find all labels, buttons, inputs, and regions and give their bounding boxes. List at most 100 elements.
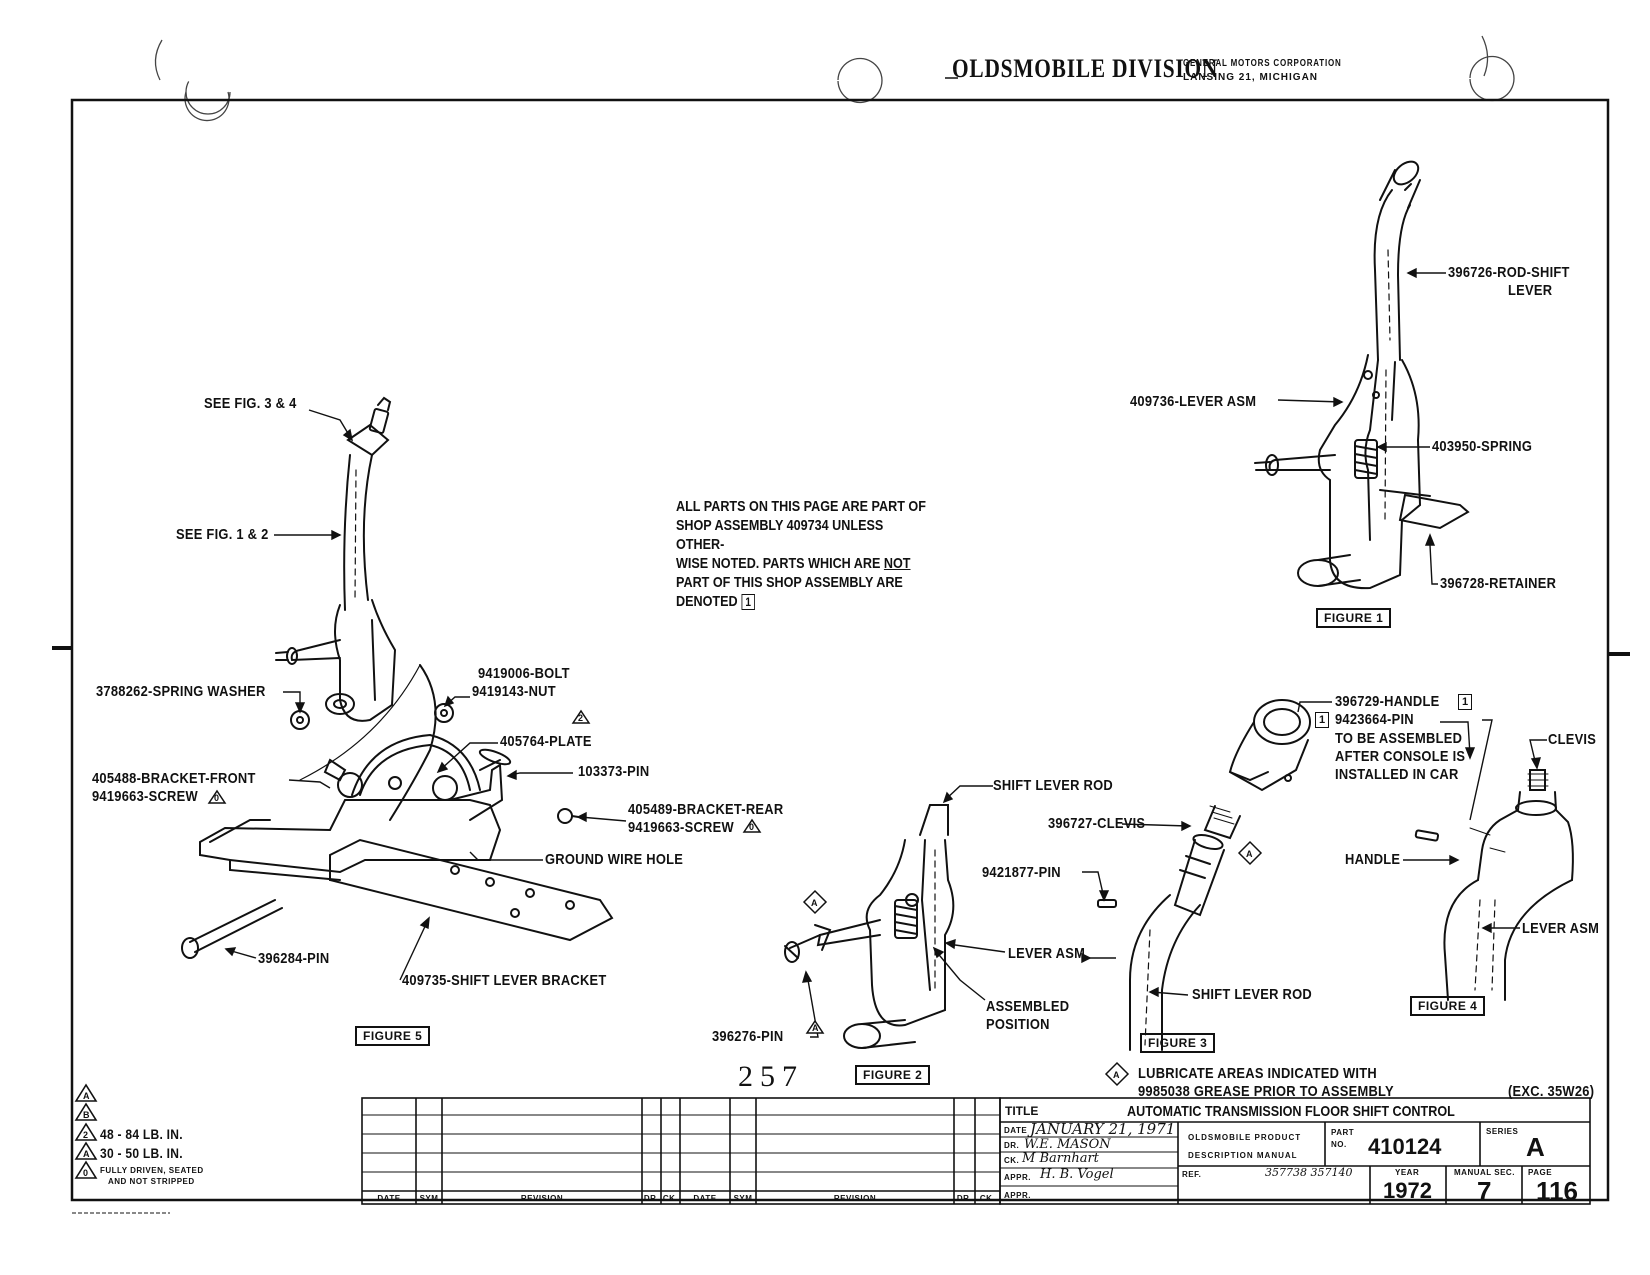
page-number: 116 (1536, 1176, 1578, 1206)
assembly-note-3: INSTALLED IN CAR (1335, 766, 1459, 783)
callout-shift-lever-bracket: 409735-SHIFT LEVER BRACKET (402, 972, 607, 989)
callout-handle-text: 396729-HANDLE (1335, 693, 1440, 710)
callout-clevis-fig4: CLEVIS (1548, 731, 1597, 748)
revision-header-cell: SYM (419, 1194, 439, 1203)
svg-text:A: A (812, 1023, 819, 1033)
lubricate-note-1: LUBRICATE AREAS INDICATED WITH (1138, 1065, 1377, 1082)
drawn-by-label: DR. (1004, 1141, 1020, 1150)
exception-note: (EXC. 35W26) (1508, 1083, 1595, 1100)
callout-spring-washer: 3788262-SPRING WASHER (96, 683, 266, 700)
callout-pin-9421877: 9421877-PIN (982, 864, 1061, 881)
series-label: SERIES (1486, 1127, 1519, 1136)
drawn-by: W.E. MASON (1024, 1137, 1111, 1152)
callout-screw-rear: 9419663-SCREW (628, 819, 734, 836)
svg-text:0: 0 (214, 793, 219, 803)
note-line-3-text: WISE NOTED. PARTS WHICH ARE (676, 555, 884, 572)
ref-value: 357738 357140 (1265, 1166, 1353, 1179)
lubricate-note-2: 9985038 GREASE PRIOR TO ASSEMBLY (1138, 1083, 1394, 1100)
title-label: TITLE (1005, 1104, 1039, 1118)
not-in-assembly-marker: 1 (1458, 694, 1473, 710)
note-line-3: WISE NOTED. PARTS WHICH ARE NOT (676, 554, 928, 573)
corporation-name: GENERAL MOTORS CORPORATION (1183, 58, 1342, 69)
legend-torque-b: 30 - 50 LB. IN. (100, 1145, 183, 1161)
callout-shift-lever-rod-fig2: SHIFT LEVER ROD (993, 777, 1113, 794)
figure-1-drawing (1254, 160, 1470, 590)
title-block-grid (999, 1097, 1591, 1205)
approved-by: H. B. Vogel (1040, 1167, 1114, 1182)
svg-text:0: 0 (749, 822, 754, 832)
figure-5-label: FIGURE 5 (355, 1026, 431, 1046)
product-manual-line-1: OLDSMOBILE PRODUCT (1188, 1133, 1302, 1142)
revision-header-cell: CK. (979, 1194, 996, 1203)
figure-3-drawing (1097, 699, 1311, 1051)
callout-retainer-396728: 396728-RETAINER (1440, 575, 1557, 592)
svg-text:2: 2 (83, 1130, 88, 1140)
part-number: 410124 (1368, 1134, 1442, 1159)
legend-fully-driven: FULLY DRIVEN, SEATED (100, 1166, 204, 1175)
callout-rod-shift-lever: 396726-ROD-SHIFT (1448, 264, 1570, 281)
note-line-2: SHOP ASSEMBLY 409734 UNLESS OTHER- (676, 517, 884, 553)
callout-bracket-rear: 405489-BRACKET-REAR (628, 801, 784, 818)
denote-symbol: 1 (741, 594, 756, 610)
city-name: LANSING 21, MICHIGAN (1183, 72, 1319, 83)
punch-holes (154, 35, 1515, 122)
drawing-title: AUTOMATIC TRANSMISSION FLOOR SHIFT CONTR… (1127, 1103, 1455, 1120)
lubricate-diamonds (207, 709, 1263, 1087)
approved-label: APPR. (1004, 1173, 1031, 1182)
legend-torque-a: 48 - 84 LB. IN. (100, 1126, 183, 1142)
date-label: DATE (1004, 1126, 1028, 1135)
revision-header-cell: DATE (693, 1194, 717, 1203)
legend-not-stripped: AND NOT STRIPPED (108, 1177, 195, 1186)
revision-header-cell: REVISION (520, 1194, 564, 1203)
page-label: PAGE (1528, 1168, 1553, 1177)
note-line-1: ALL PARTS ON THIS PAGE ARE PART OF (676, 498, 926, 515)
svg-text:A: A (1113, 1070, 1120, 1080)
figure-4-label: FIGURE 4 (1410, 996, 1486, 1016)
callout-pin-9423664: 9423664-PIN (1335, 711, 1427, 729)
assembly-note-2: AFTER CONSOLE IS (1335, 748, 1466, 765)
note-line-4: PART OF THIS SHOP ASSEMBLY ARE (676, 574, 903, 591)
ref-label: REF. (1182, 1170, 1202, 1179)
note-line-5: DENOTED 1 (676, 592, 928, 612)
callout-rod-shift-lever-2: LEVER (1508, 282, 1553, 299)
figure-5-drawing (181, 396, 614, 959)
callout-assembled: ASSEMBLED (986, 998, 1070, 1015)
svg-text:0: 0 (83, 1168, 88, 1178)
legend-triangles (74, 1083, 98, 1179)
callout-spring-403950: 403950-SPRING (1432, 438, 1533, 455)
callout-clevis-396727: 396727-CLEVIS (1048, 815, 1146, 832)
series-value: A (1526, 1132, 1545, 1162)
figure-3-label: FIGURE 3 (1140, 1033, 1216, 1053)
manual-section-value: 7 (1477, 1176, 1492, 1206)
callout-nut-text: 9419143-NUT (472, 683, 556, 700)
figure-1-label: FIGURE 1 (1316, 608, 1392, 628)
callout-position: POSITION (986, 1016, 1050, 1033)
callout-lever-asm-fig2: LEVER ASM (1008, 945, 1086, 962)
checked-by-label: CK. (1004, 1156, 1020, 1165)
svg-text:A: A (811, 898, 818, 908)
leader-lines (224, 267, 1547, 1038)
callout-pin-396276: 396276-PIN (712, 1028, 784, 1045)
division-title: OLDSMOBILE DIVISION (952, 54, 1219, 83)
callout-see-fig-1-2: SEE FIG. 1 & 2 (176, 526, 269, 543)
not-in-assembly-marker: 1 (1315, 712, 1330, 728)
callout-screw-front: 9419663-SCREW (92, 788, 198, 805)
callout-pin-9423664-text: 9423664-PIN (1335, 711, 1414, 728)
note-underlined-word: NOT (883, 555, 911, 572)
callout-ground-wire-hole: GROUND WIRE HOLE (545, 851, 684, 868)
revision-header-cell: DATE (377, 1194, 401, 1203)
general-note: ALL PARTS ON THIS PAGE ARE PART OF SHOP … (676, 497, 928, 612)
callout-handle-fig4: HANDLE (1345, 851, 1401, 868)
approved-label-2: APPR. (1004, 1191, 1031, 1200)
callout-lever-asm-fig4: LEVER ASM (1522, 920, 1600, 937)
year-label: YEAR (1395, 1168, 1420, 1177)
callout-lever-asm-409736: 409736-LEVER ASM (1130, 393, 1257, 410)
figure-2-drawing (784, 804, 955, 1049)
svg-text:B: B (83, 1110, 90, 1120)
callout-bolt-9419006: 9419006-BOLT (478, 665, 570, 682)
callout-handle-396729: 396729-HANDLE (1335, 693, 1456, 711)
callout-shift-lever-rod-fig3: SHIFT LEVER ROD (1192, 986, 1312, 1003)
assembly-note-1: TO BE ASSEMBLED (1335, 730, 1463, 747)
checked-by: M Barnhart (1022, 1151, 1099, 1166)
